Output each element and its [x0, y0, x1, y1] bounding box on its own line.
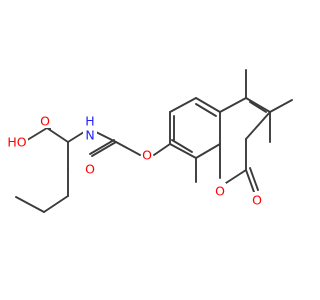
label-lactone-o: O	[252, 193, 262, 208]
bond-1	[43, 195, 69, 213]
bond-10	[91, 141, 117, 157]
bond-27	[245, 169, 255, 193]
bond-0	[15, 196, 45, 213]
atom-lactone-o: O	[251, 192, 263, 208]
bond-25	[225, 169, 247, 184]
atom-amide-o: O	[84, 161, 96, 177]
atom-ring-o: O	[214, 183, 226, 199]
label-hydroxyl: HO	[7, 135, 26, 150]
label-ether-o: O	[142, 148, 152, 163]
bond-20	[195, 143, 221, 159]
atom-labels: HO O H N O O O O	[4, 113, 263, 208]
bond-18	[195, 103, 217, 117]
bond-4	[46, 127, 69, 143]
atom-hydroxyl: HO	[4, 134, 28, 150]
bond-17	[195, 97, 221, 113]
bond-29	[219, 97, 247, 113]
bond-33	[269, 99, 293, 113]
bond-8	[67, 131, 85, 143]
label-carbonyl-acid: O	[40, 114, 50, 129]
bond-13	[153, 143, 171, 156]
bond-34	[245, 111, 271, 140]
bond-28	[249, 167, 259, 191]
label-amide-h: H	[85, 114, 94, 129]
label-amide-o: O	[85, 162, 95, 177]
label-amide-n: N	[85, 128, 94, 143]
label-ring-o: O	[215, 184, 225, 199]
atom-amide-nh: H N	[83, 113, 97, 143]
bond-31	[245, 97, 271, 113]
bond-lines	[15, 69, 293, 213]
bond-16	[169, 97, 197, 113]
bond-22	[171, 139, 193, 153]
bond-21	[169, 143, 197, 159]
atom-ether-o: O	[141, 147, 153, 163]
atom-carbonyl-acid: O	[39, 113, 51, 129]
bond-11	[89, 139, 115, 155]
molecule-structure: HO O H N O O O O	[4, 69, 293, 213]
bond-12	[115, 141, 141, 156]
bond-32	[249, 101, 267, 113]
